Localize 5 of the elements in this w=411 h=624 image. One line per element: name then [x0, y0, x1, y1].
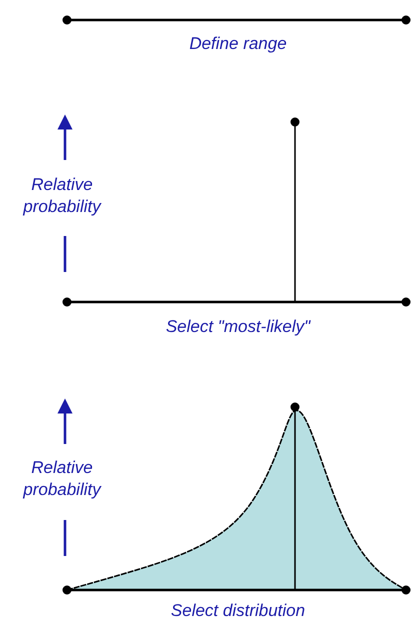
- axis-label: Select distribution: [170, 600, 306, 622]
- axis-label: Relative probability: [22, 457, 102, 501]
- axis-label: Select "most-likely": [164, 316, 312, 338]
- axis-label: Relative probability: [22, 174, 102, 218]
- axis-label: Define range: [188, 33, 288, 55]
